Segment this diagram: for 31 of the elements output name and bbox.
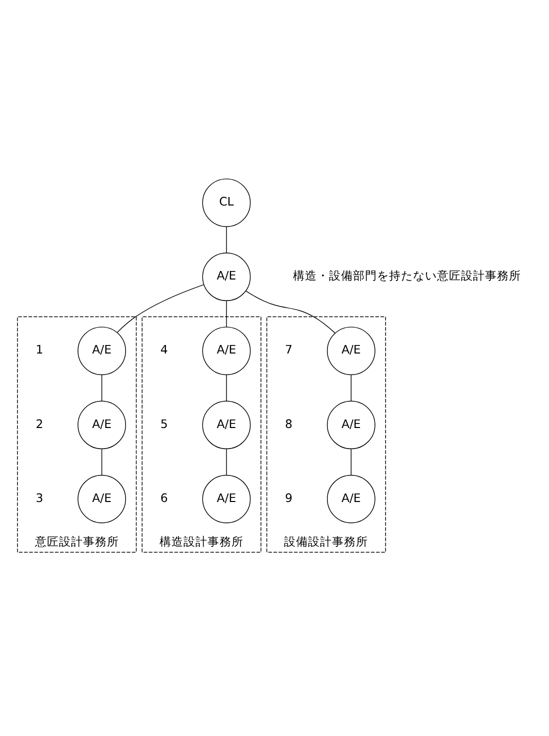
node-circle: A/E [202, 326, 251, 375]
node-circle: CL [202, 178, 251, 226]
node-label: 2 [36, 416, 44, 430]
node-circle: A/E [202, 474, 251, 523]
node-label: 8 [285, 416, 293, 430]
connector [350, 374, 352, 401]
node-circle: A/E [326, 326, 376, 375]
node-label: 3 [36, 490, 44, 504]
node-circle: A/E [326, 400, 376, 449]
node-circle: A/E [202, 252, 251, 301]
connector [226, 374, 227, 401]
node-label: 5 [160, 416, 168, 430]
node-label: 1 [36, 342, 44, 356]
node-circle: A/E [78, 400, 126, 449]
connector [101, 448, 102, 475]
node-label: 4 [160, 342, 168, 356]
connector [101, 374, 102, 401]
connector [226, 300, 227, 327]
node-circle: A/E [78, 326, 126, 375]
connector [245, 290, 336, 333]
connector [116, 284, 204, 332]
node-label: 6 [160, 490, 168, 504]
connector [226, 226, 227, 253]
node-label: 9 [285, 490, 293, 504]
connector [226, 448, 227, 475]
node-label: 7 [285, 342, 293, 356]
connector [350, 448, 352, 475]
node-label: 構造・設備部門を持たない意匠設計事務所 [292, 268, 521, 282]
node-circle: A/E [326, 474, 376, 523]
node-circle: A/E [202, 400, 251, 449]
node-circle: A/E [78, 474, 126, 523]
